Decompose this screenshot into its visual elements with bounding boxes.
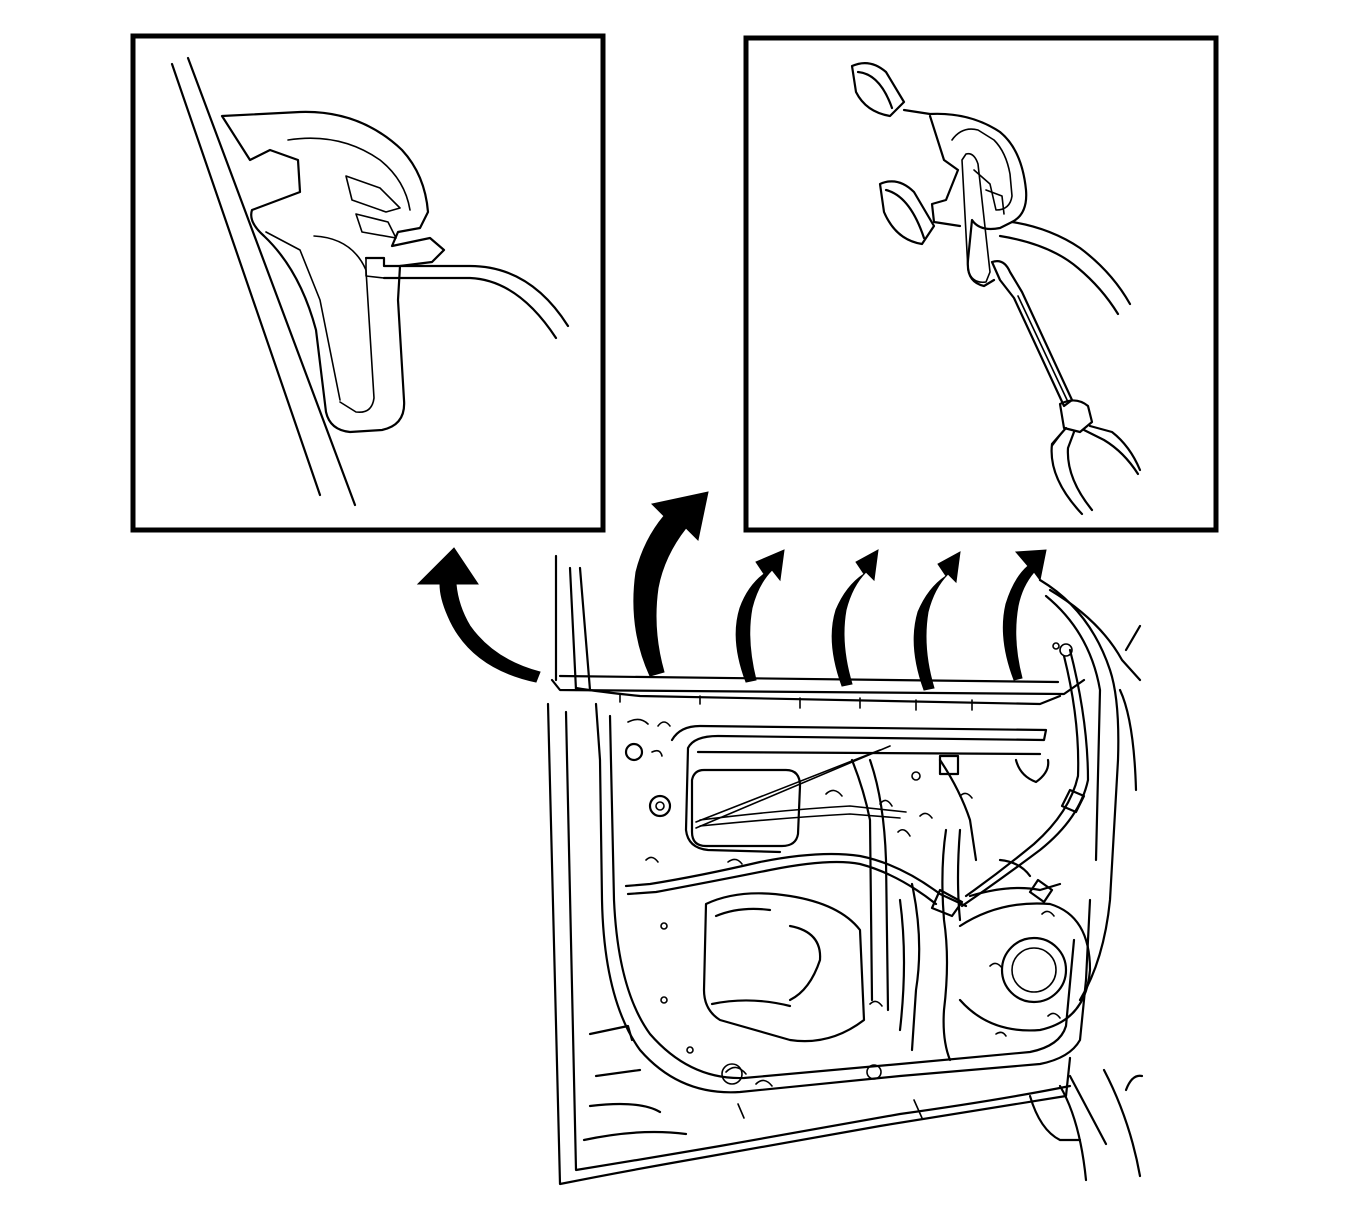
trim-removal-tool-icon <box>850 61 1142 516</box>
clip-detail-frame <box>130 33 606 533</box>
callout-arrow-icon <box>831 549 879 687</box>
callout-arrow-icon <box>633 491 709 677</box>
tool-detail-panel <box>743 35 1219 533</box>
callout-arrow-icon <box>1002 549 1047 681</box>
callout-arrow-icon <box>735 549 785 683</box>
callout-arrow-icon <box>913 551 961 691</box>
door-inner-panel-icon <box>546 554 1144 1186</box>
clip-detail-panel <box>130 33 606 533</box>
callout-arrow-icon <box>416 547 541 683</box>
retainer-clip-icon <box>170 56 570 507</box>
callout-arrows <box>416 491 1047 691</box>
